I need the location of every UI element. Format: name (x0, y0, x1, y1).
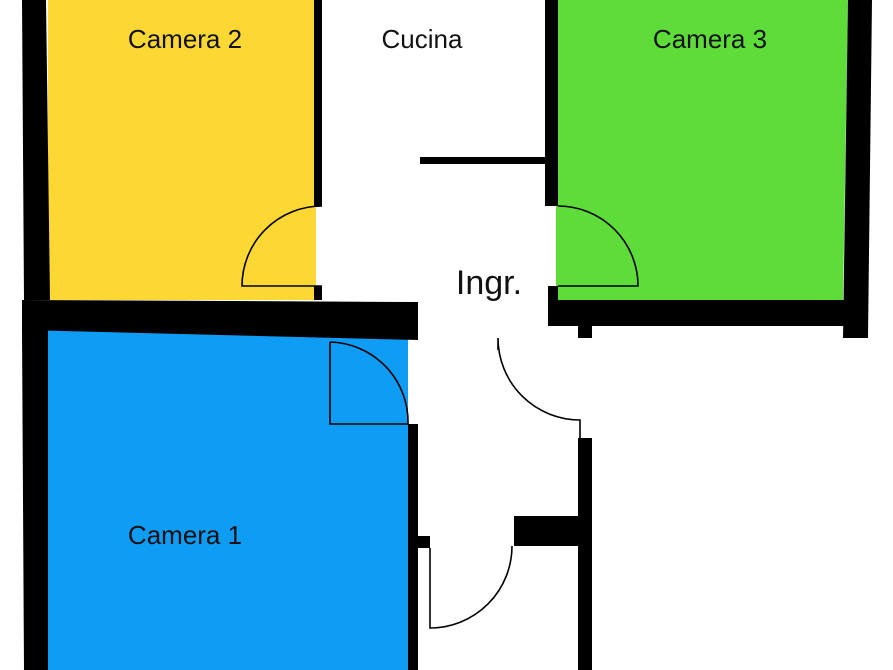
wall-camera3-left-upper (545, 0, 558, 206)
door-camera-1 (329, 341, 409, 425)
wall-corridor-left-stub (418, 536, 430, 548)
label-camera-1: Camera 1 (128, 520, 242, 550)
wall-kitchen-partition (420, 157, 548, 164)
wall-corridor-stub (514, 516, 578, 546)
wall-camera1-right (408, 424, 418, 670)
wall-camera2-right-upper (314, 0, 322, 206)
wall-left-outer (22, 0, 50, 300)
wall-middle-left (22, 300, 418, 340)
label-camera-2: Camera 2 (128, 24, 242, 54)
wall-left-lower (22, 330, 48, 670)
wall-camera2-right-lower (314, 286, 322, 300)
label-cucina: Cucina (382, 24, 463, 54)
label-ingresso: Ingr. (456, 264, 522, 302)
door-camera-2 (241, 205, 323, 287)
walls (22, 0, 872, 670)
doors (241, 205, 639, 629)
room-camera-1[interactable] (48, 330, 408, 670)
door-camera-3 (557, 205, 639, 287)
wall-corridor-right (578, 438, 592, 670)
wall-middle-right (548, 300, 868, 326)
room-camera-2[interactable] (48, 0, 316, 300)
wall-camera3-left-lower (548, 286, 558, 300)
wall-stub-right-b (855, 326, 868, 338)
wall-right-outer (843, 0, 872, 338)
room-camera-3[interactable] (556, 0, 848, 300)
label-camera-3: Camera 3 (653, 24, 767, 54)
door-entrance (497, 337, 581, 438)
wall-stub-right-a (578, 326, 592, 338)
door-bathroom (429, 545, 513, 629)
